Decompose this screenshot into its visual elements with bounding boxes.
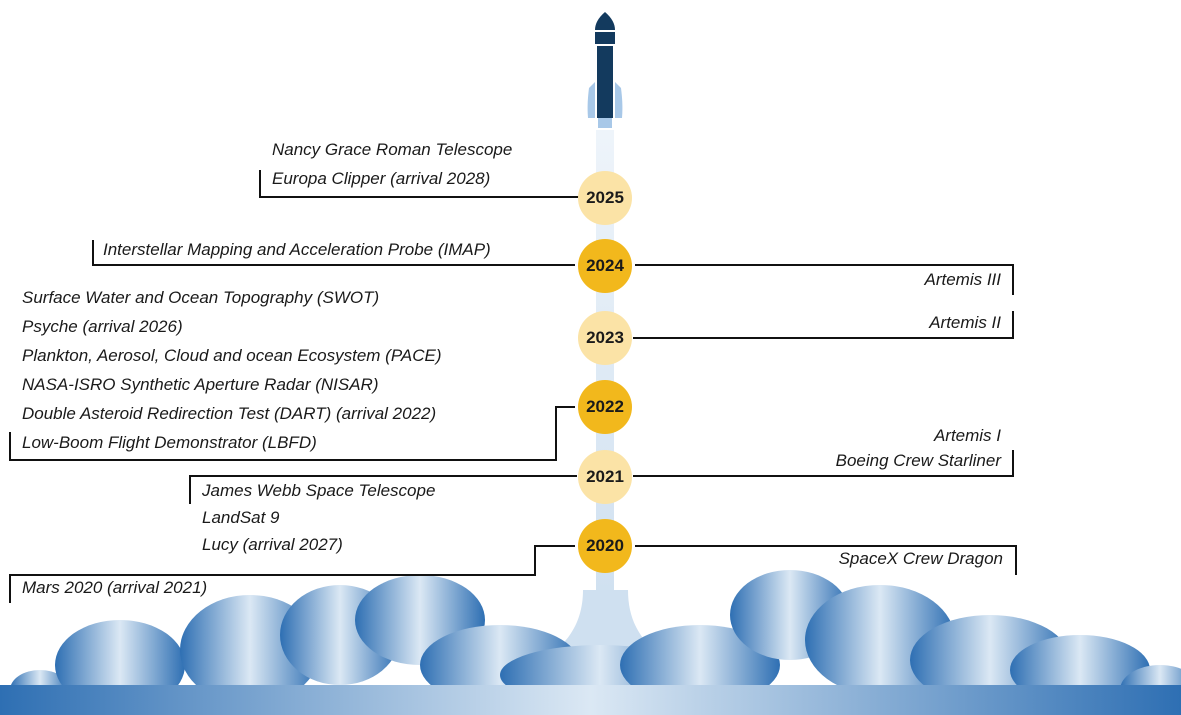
mission-label: James Webb Space Telescope [202, 481, 436, 500]
year-badge-2024: 2024 [578, 239, 632, 293]
mission-label: Artemis III [924, 270, 1001, 289]
year-badge-2023: 2023 [578, 311, 632, 365]
mission-label: Interstellar Mapping and Acceleration Pr… [103, 240, 491, 259]
connector-2022-left [9, 406, 575, 461]
year-badge-2025: 2025 [578, 171, 632, 225]
mission-label: LandSat 9 [202, 508, 280, 527]
year-label: 2022 [586, 397, 624, 416]
mission-label: Artemis I [933, 426, 1001, 445]
mission-label: Mars 2020 (arrival 2021) [22, 578, 208, 597]
mission-label: Nancy Grace Roman Telescope [272, 140, 513, 159]
year-label: 2021 [586, 467, 624, 486]
mission-label: Surface Water and Ocean Topography (SWOT… [22, 288, 380, 307]
connector-2025-left [259, 170, 580, 198]
year-badge-2021: 2021 [578, 450, 632, 504]
connector-2021-right [633, 450, 1014, 477]
connector-2020-left [9, 545, 575, 603]
mission-label: Lucy (arrival 2027) [202, 535, 343, 554]
year-label: 2024 [586, 256, 624, 275]
connector-2021-left [189, 475, 577, 504]
mission-label: Artemis II [929, 313, 1001, 332]
year-label: 2020 [586, 536, 624, 555]
rocket-icon [587, 12, 623, 128]
mission-label: Low-Boom Flight Demonstrator (LBFD) [22, 433, 317, 452]
year-badge-2022: 2022 [578, 380, 632, 434]
mission-label: Europa Clipper (arrival 2028) [272, 169, 491, 188]
connector-lines [9, 170, 1017, 603]
mission-label: Double Asteroid Redirection Test (DART) … [22, 404, 437, 423]
mission-label: Boeing Crew Starliner [835, 451, 1001, 470]
launch-cloud-icon [0, 570, 1181, 715]
connector-2023-right [633, 311, 1014, 339]
mission-label: Plankton, Aerosol, Cloud and ocean Ecosy… [22, 346, 442, 365]
mission-label: NASA-ISRO Synthetic Aperture Radar (NISA… [22, 375, 379, 394]
connector-2020-right [635, 545, 1017, 575]
year-label: 2023 [586, 328, 624, 347]
mission-label: SpaceX Crew Dragon [838, 549, 1003, 568]
year-label: 2025 [586, 188, 624, 207]
connector-2024-left [92, 240, 575, 266]
connector-2024-right [635, 264, 1014, 295]
mission-label: Psyche (arrival 2026) [22, 317, 183, 336]
year-badge-2020: 2020 [578, 519, 632, 573]
